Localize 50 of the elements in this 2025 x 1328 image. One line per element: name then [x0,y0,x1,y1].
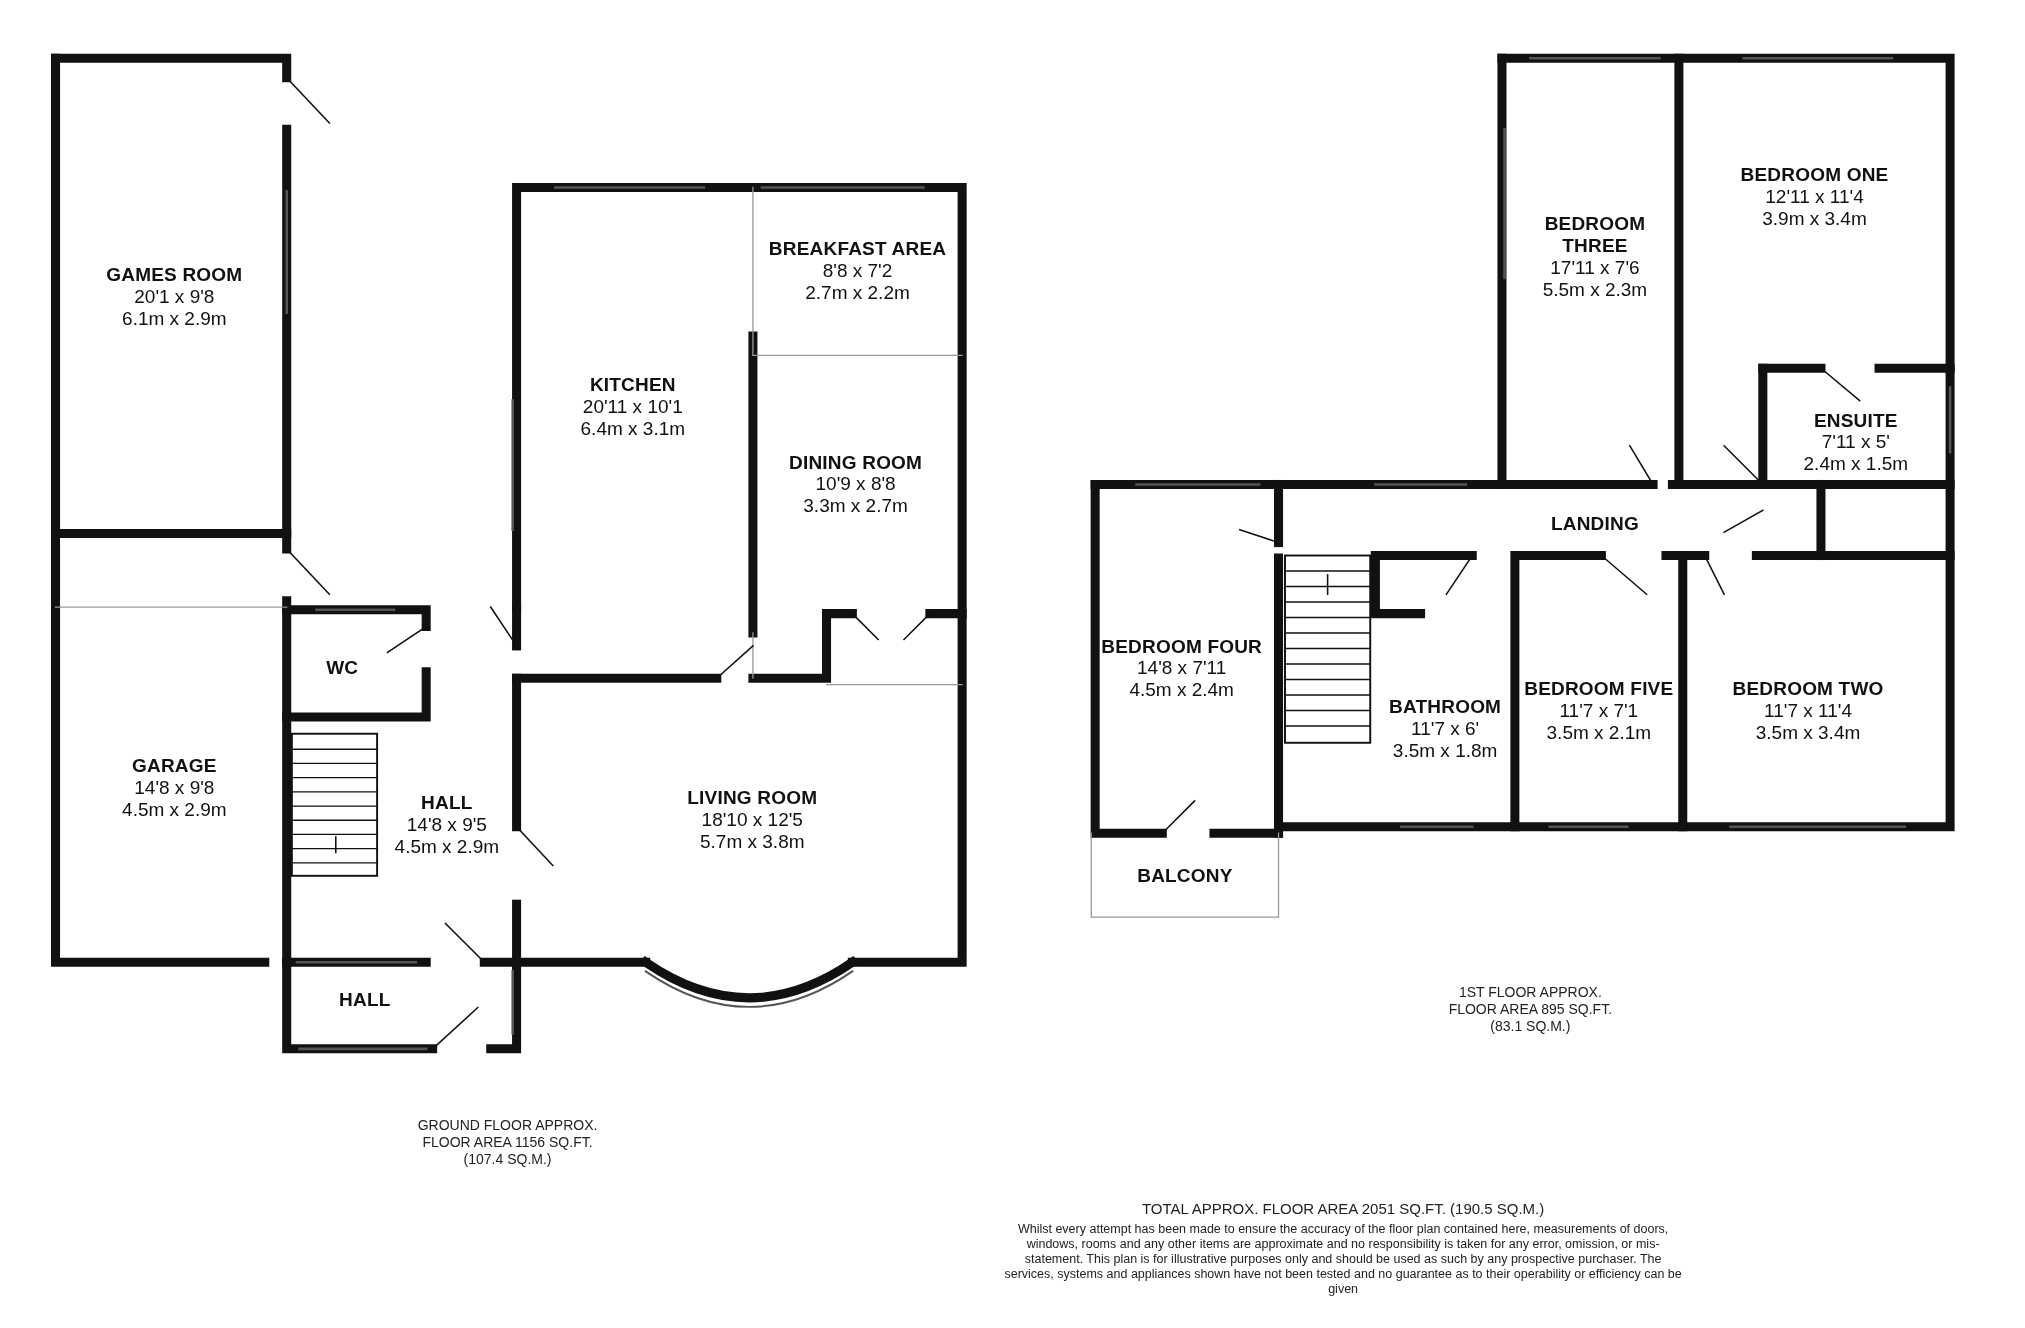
room-name: GAMES ROOM [106,264,243,287]
room-name: BREAKFAST AREA [768,238,947,261]
room-name: BEDROOM TWO [1732,678,1884,700]
room-dimensions: 3.5m x 2.1m [1546,721,1652,744]
room-name: BEDROOM ONE [1740,164,1889,186]
room-dimensions: 3.3m x 2.7m [803,495,908,518]
room-dimensions: 4.5m x 2.9m [122,798,227,821]
room-dimensions: 4.5m x 2.4m [1129,679,1234,702]
room-dimensions: 14'8 x 7'11 [1137,657,1227,680]
room-dimensions: 7'11 x 5' [1821,431,1890,454]
room-name: LIVING ROOM [687,787,818,810]
room-name: HALL [339,989,391,1012]
floor-area-note: GROUND FLOOR APPROX. FLOOR AREA 1156 SQ.FT. (107.4 SQ.M.) [416,1117,599,1168]
room-dimensions: 11'7 x 6' [1411,718,1480,740]
room-name: DINING ROOM [789,451,923,474]
room-dimensions: 4.5m x 2.9m [394,836,500,858]
room-name: ENSUITE [1813,409,1898,432]
room-dimensions: 20'1 x 9'8 [134,286,215,308]
room-dimensions: 20'11 x 10'1 [582,395,683,418]
room-dimensions: 6.1m x 2.9m [122,307,227,330]
room-name: BEDROOM THREE [1543,213,1647,257]
room-name: GARAGE [132,755,217,777]
room-name: BATHROOM [1389,696,1502,719]
room-dimensions: 18'10 x 12'5 [701,809,803,831]
room-dimensions: 3.5m x 1.8m [1392,739,1498,762]
floor-area-note: 1ST FLOOR APPROX. FLOOR AREA 895 SQ.FT. (83.1 SQ.M.) [1447,984,1614,1035]
room-dimensions: 3.9m x 3.4m [1762,207,1867,230]
room-dimensions: 11'7 x 11'4 [1764,700,1852,722]
room-dimensions: 2.4m x 1.5m [1803,453,1909,476]
room-dimensions: 5.5m x 2.3m [1542,278,1648,301]
room-dimensions: 14'8 x 9'8 [134,776,215,799]
room-dimensions: 10'9 x 8'8 [815,473,896,496]
room-dimensions: 5.7m x 3.8m [700,831,805,853]
disclaimer-text: Whilst every attempt has been made to ensure the accuracy of the floor plan contained here, measurements of doors, windows, rooms and any other items are approximate and no responsibility is taken for any error, omission, or mis-statement. This plan is for illustrative purposes only and should be used as such by any prospective purchaser. The services, systems and appliances shown have not been tested and no guarantee as to their operability or efficiency can be given [1003,1221,1683,1297]
room-name: BALCONY [1137,865,1233,888]
room-name: KITCHEN [589,374,676,396]
room-dimensions: 3.5m x 3.4m [1755,721,1861,744]
floor-area-note: TOTAL APPROX. FLOOR AREA 2051 SQ.FT. (190.5 SQ.M.) [1140,1199,1546,1218]
room-dimensions: 11'7 x 7'1 [1559,700,1639,722]
room-name: WC [326,657,359,680]
room-name: BEDROOM FOUR [1101,635,1263,658]
room-name: BEDROOM FIVE [1524,678,1674,700]
room-name: HALL [421,792,473,815]
room-dimensions: 17'11 x 7'6 [1550,257,1640,279]
room-dimensions: 6.4m x 3.1m [580,417,686,440]
room-dimensions: 8'8 x 7'2 [822,260,893,283]
room-dimensions: 2.7m x 2.2m [805,282,910,304]
room-name: LANDING [1550,512,1639,535]
room-dimensions: 12'11 x 11'4 [1765,186,1864,208]
room-dimensions: 14'8 x 9'5 [406,814,487,837]
